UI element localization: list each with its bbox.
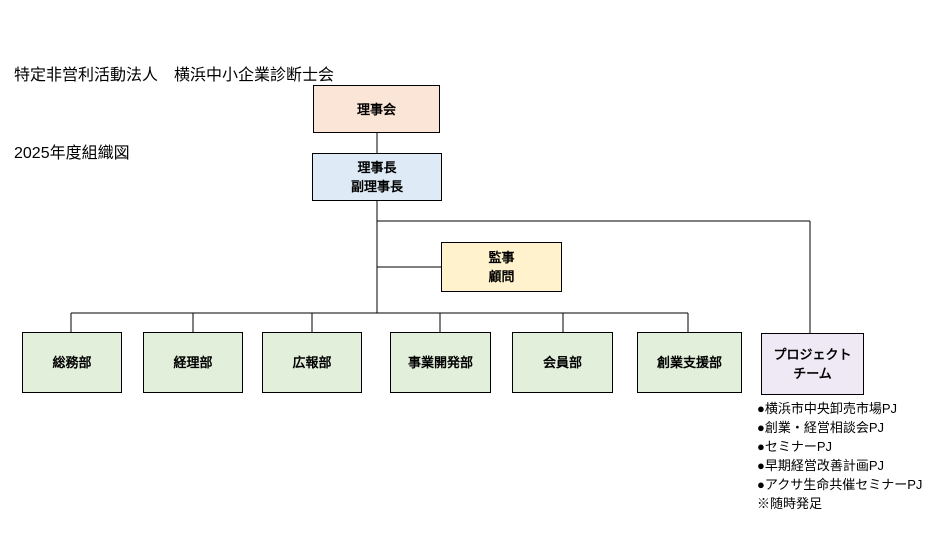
project-list-note: ※随時発足	[757, 496, 823, 511]
chair-label-line2: 副理事長	[350, 179, 403, 194]
title-line-1: 特定非営利活動法人 横浜中小企業診断士会	[14, 67, 335, 84]
department-label: 事業開発部	[407, 355, 473, 370]
department-box-business-development: 事業開発部	[390, 332, 491, 393]
project-list-item: ●横浜市中央卸売市場PJ	[757, 401, 898, 416]
project-list-item: ●アクサ生命共催セミナーPJ	[757, 477, 923, 492]
department-box-general-affairs: 総務部	[22, 332, 122, 393]
department-label: 総務部	[52, 355, 92, 370]
chair-label-line1: 理事長	[357, 160, 397, 175]
board-box: 理事会	[313, 85, 440, 133]
department-label: 創業支援部	[656, 355, 722, 370]
project-team-box: プロジェクト チーム	[761, 333, 864, 395]
auditor-label-line2: 顧問	[488, 269, 515, 284]
department-box-accounting: 経理部	[143, 332, 243, 393]
department-label: 広報部	[292, 355, 332, 370]
title-line-2: 2025年度組織図	[14, 145, 130, 162]
auditor-box: 監事 顧問	[441, 242, 562, 292]
auditor-label-line1: 監事	[488, 250, 515, 265]
project-list-item: ●セミナーPJ	[757, 439, 833, 454]
project-list: ●横浜市中央卸売市場PJ ●創業・経営相談会PJ ●セミナーPJ ●早期経営改善…	[757, 399, 922, 513]
department-label: 会員部	[542, 355, 582, 370]
department-box-members: 会員部	[512, 332, 613, 393]
department-box-public-relations: 広報部	[262, 332, 362, 393]
project-list-item: ●創業・経営相談会PJ	[757, 420, 885, 435]
project-team-label-line1: プロジェクト	[773, 347, 852, 362]
chair-box: 理事長 副理事長	[312, 153, 442, 201]
project-team-label-line2: チーム	[793, 366, 832, 381]
page-title: 特定非営利活動法人 横浜中小企業診断士会 2025年度組織図	[14, 11, 334, 219]
department-box-startup-support: 創業支援部	[637, 332, 742, 393]
board-label: 理事会	[356, 101, 396, 117]
project-list-item: ●早期経営改善計画PJ	[757, 458, 885, 473]
department-label: 経理部	[173, 355, 213, 370]
